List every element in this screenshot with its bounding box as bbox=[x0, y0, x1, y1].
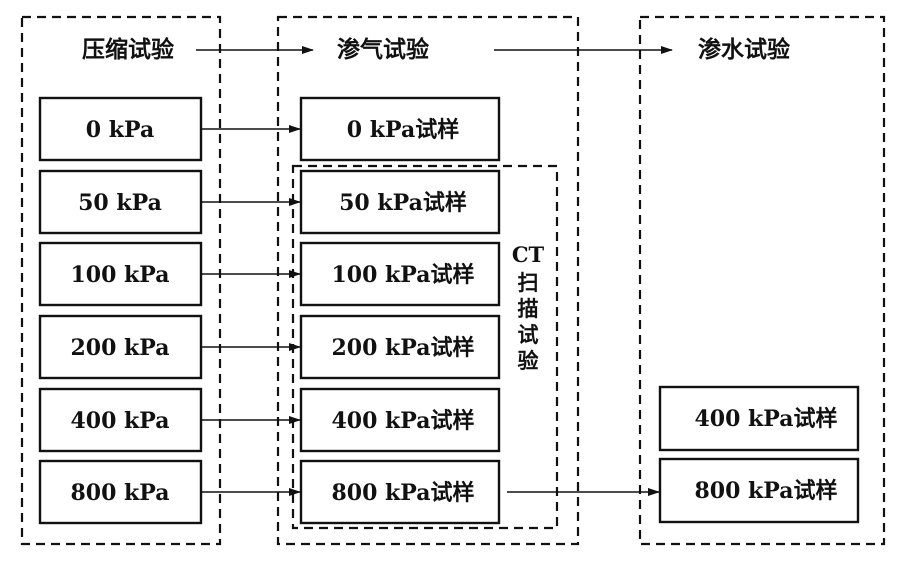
gas-sample-label: 200 kPa试样 bbox=[331, 335, 474, 361]
sample-row: 200 kPa 200 kPa试样 bbox=[38, 314, 501, 380]
ct-label-3: 试 bbox=[518, 322, 539, 347]
compression-sample-label: 800 kPa bbox=[70, 480, 169, 506]
gas-sample-box bbox=[299, 387, 501, 453]
ct-label-4: 验 bbox=[518, 348, 539, 373]
water-sample-label: 400 kPa试样 bbox=[694, 406, 837, 432]
compression-sample-box bbox=[38, 241, 203, 307]
gas-sample-box bbox=[299, 459, 501, 525]
ct-scan-label: CT 扫 描 试 验 bbox=[512, 242, 545, 373]
water-sample-label: 800 kPa试样 bbox=[694, 478, 837, 504]
gas-sample-box bbox=[299, 96, 501, 162]
compression-sample-box bbox=[38, 169, 203, 235]
compression-sample-label: 100 kPa bbox=[70, 262, 169, 288]
ct-label-2: 描 bbox=[518, 296, 539, 321]
ct-label-0: CT bbox=[512, 242, 545, 267]
sample-row: 400 kPa 400 kPa试样 bbox=[38, 387, 501, 453]
gas-sample-label: 800 kPa试样 bbox=[331, 480, 474, 506]
stage-title-compression: 压缩试验 bbox=[82, 36, 174, 63]
sample-row: 100 kPa 100 kPa试样 bbox=[38, 241, 501, 307]
compression-test-group bbox=[20, 15, 222, 546]
gas-sample-label: 50 kPa试样 bbox=[339, 190, 467, 216]
gas-permeability-test-group bbox=[276, 15, 580, 546]
compression-sample-box bbox=[38, 459, 203, 525]
sample-row: 0 kPa 0 kPa试样 bbox=[38, 96, 501, 162]
sample-row: 800 kPa 800 kPa试样 bbox=[38, 459, 501, 525]
compression-sample-label: 400 kPa bbox=[70, 408, 169, 434]
gas-sample-label: 100 kPa试样 bbox=[331, 262, 474, 288]
compression-sample-label: 200 kPa bbox=[70, 335, 169, 361]
gas-sample-label: 0 kPa试样 bbox=[347, 117, 459, 143]
gas-sample-box bbox=[299, 169, 501, 235]
compression-sample-box bbox=[38, 96, 203, 162]
compression-sample-label: 50 kPa bbox=[78, 190, 162, 216]
gas-sample-box bbox=[299, 241, 501, 307]
water-permeability-test-group bbox=[638, 15, 886, 546]
ct-label-1: 扫 bbox=[518, 270, 539, 295]
gas-sample-label: 400 kPa试样 bbox=[331, 408, 474, 434]
sample-row: 50 kPa 50 kPa试样 bbox=[38, 169, 501, 235]
stage-title-gas-permeability: 渗气试验 bbox=[337, 36, 429, 63]
water-sample-box bbox=[658, 457, 860, 524]
gas-sample-box bbox=[299, 314, 501, 380]
water-sample-box bbox=[658, 385, 860, 452]
stage-title-water-permeability: 渗水试验 bbox=[698, 36, 790, 63]
compression-sample-label: 0 kPa bbox=[86, 117, 154, 143]
